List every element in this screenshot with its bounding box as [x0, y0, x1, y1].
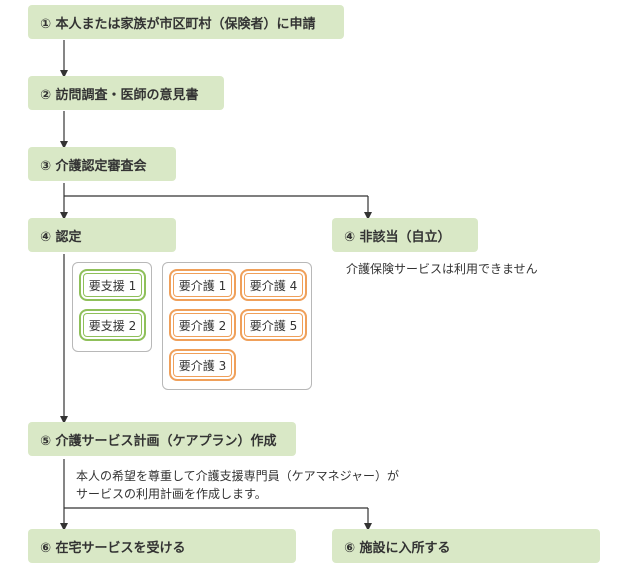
- support-level-1: 要支援 1: [79, 269, 146, 301]
- care-level-3: 要介護 3: [169, 349, 236, 381]
- care-level-2: 要介護 2: [169, 309, 236, 341]
- care-plan-note-line2: サービスの利用計画を作成します。: [76, 487, 267, 501]
- care-plan-note-line1: 本人の希望を尊重して介護支援専門員（ケアマネジャー）が: [76, 469, 400, 483]
- step-survey: ② 訪問調査・医師の意見書: [28, 76, 224, 110]
- step-home-service: ⑥ 在宅サービスを受ける: [28, 529, 296, 563]
- step-committee: ③ 介護認定審査会: [28, 147, 176, 181]
- care-level-4: 要介護 4: [240, 269, 307, 301]
- step-care-plan: ⑤ 介護サービス計画（ケアプラン）作成: [28, 422, 296, 456]
- care-level-1: 要介護 1: [169, 269, 236, 301]
- step-certified: ④ 認定: [28, 218, 176, 252]
- not-applicable-note: 介護保険サービスは利用できません: [346, 262, 538, 276]
- step-apply: ① 本人または家族が市区町村（保険者）に申請: [28, 5, 344, 39]
- care-level-5: 要介護 5: [240, 309, 307, 341]
- step-not-applicable: ④ 非該当（自立）: [332, 218, 478, 252]
- step-facility: ⑥ 施設に入所する: [332, 529, 600, 563]
- support-level-2: 要支援 2: [79, 309, 146, 341]
